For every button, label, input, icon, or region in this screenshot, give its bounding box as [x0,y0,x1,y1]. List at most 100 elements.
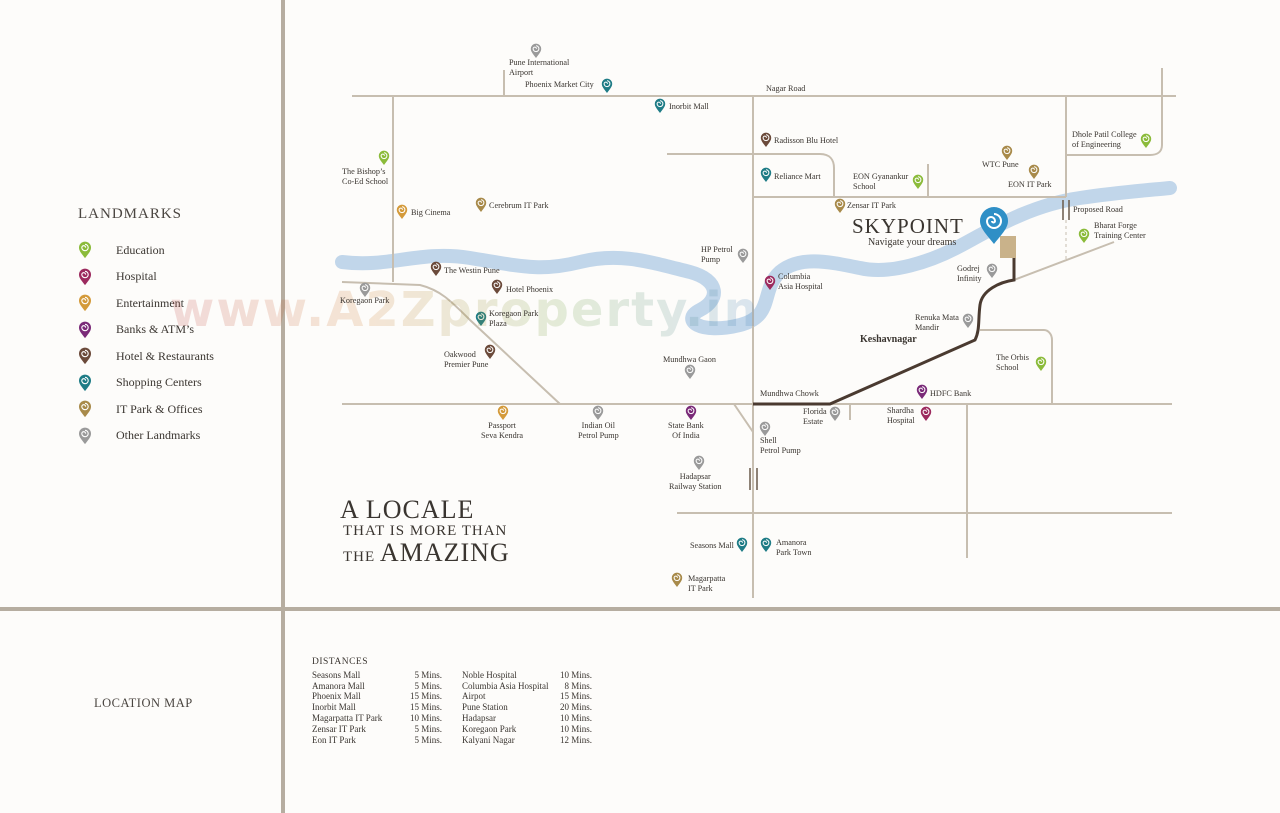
mundhwa-chowk-label: Mundhwa Chowk [760,389,819,398]
bharat-forge-label: Bharat Forge Training Center [1094,221,1146,240]
koregaon-park-pin-icon [359,282,371,297]
river [335,181,1177,336]
railway-crossing [749,468,758,490]
hdfc-bank-pin-icon [916,384,928,399]
hadapsar-station-pin-icon [693,455,705,470]
legend-title: LANDMARKS [78,206,183,222]
legend-label: Other Landmarks [116,428,201,443]
frame-divider-horizontal [0,607,1280,611]
inorbit-mall-label: Inorbit Mall [669,102,709,111]
eon-gyanankur-label: EON Gyanankur School [853,172,909,191]
distance-time: 12 Mins. [559,734,592,745]
bishops-school-label: The Bishop’s Co-Ed School [342,167,389,186]
road-koregaon [341,281,561,405]
hdfc-bank-label: HDFC Bank [930,389,972,398]
distance-time: 10 Mins. [559,669,592,680]
eon-gyanankur-pin-icon [912,174,924,189]
hospital-pin-icon [78,268,92,286]
wtc-pune-label: WTC Pune [982,160,1019,169]
zensar-it-park-label: Zensar IT Park [847,201,896,210]
skypoint-subtitle: Navigate your dreams [868,237,957,248]
road-hadapsar-diagonal [733,403,754,433]
westin-pune-label: The Westin Pune [444,266,500,275]
route-to-skypoint [753,236,1016,406]
shell-petrol-label: Shell Petrol Pump [760,436,801,455]
distance-place: Koregaon Park [462,723,517,734]
distance-place: Hadapsar [462,712,496,723]
distance-place: Inorbit Mall [312,702,356,713]
legend-label: IT Park & Offices [116,401,203,416]
bishops-school-pin-icon [378,150,390,165]
hp-petrol-pump-pin-icon [737,248,749,263]
amanora-label: Amanora Park Town [776,538,812,557]
dhole-patil-pin-icon [1140,133,1152,148]
entertainment-pin-icon [78,294,92,312]
other-pin-icon [78,427,92,445]
roads [341,68,1176,598]
skypoint-swirl-icon [980,207,1008,244]
distance-place: Amanora Mall [312,680,365,691]
distance-place: Columbia Asia Hospital [462,680,549,691]
passport-seva-pin-icon [497,405,509,420]
columbia-asia-pin-icon [764,275,776,290]
cerebrum-it-park-label: Cerebrum IT Park [489,201,549,210]
distance-place: Kalyani Nagar [462,734,515,745]
distance-time: 5 Mins. [414,680,442,691]
legend-label: Hospital [116,269,157,284]
legend-label: Education [116,242,165,257]
tagline-line-2: THAT IS MORE THAN [343,523,508,539]
radisson-blu-pin-icon [760,132,772,147]
legend-item-shopping: Shopping Centers [78,370,278,397]
wtc-pune-pin-icon [1001,145,1013,160]
hp-petrol-pump-label: HP Petrol Pump [701,245,733,264]
koregaon-park-plaza-pin-icon [475,311,487,326]
mundhwa-gaon-pin-icon [684,364,696,379]
legend-item-other: Other Landmarks [78,423,278,450]
oakwood-label: Oakwood Premier Pune [444,350,489,369]
columbia-asia-label: Columbia Asia Hospital [778,272,823,291]
distances-column-2: Noble Hospital 10 Mins. Columbia Asia Hosp… [462,670,592,746]
oakwood-pin-icon [484,344,496,359]
distance-place: Seasons Mall [312,669,361,680]
distance-place: Phoenix Mall [312,691,361,702]
florida-estate-pin-icon [829,406,841,421]
koregaon-park-plaza-label: Koregaon Park Plaza [489,309,539,328]
bharat-forge-pin-icon [1078,228,1090,243]
eon-it-park-pin-icon [1028,164,1040,179]
hadapsar-station-label: Hadapsar Railway Station [669,472,722,491]
pune-airport-label: Pune International Airport [509,58,570,77]
distance-place: Eon IT Park [312,734,356,745]
cerebrum-it-park-pin-icon [475,197,487,212]
orbis-school-label: The Orbis School [996,353,1029,372]
legend-item-entertainment: Entertainment [78,290,278,317]
distance-time: 5 Mins. [414,723,442,734]
renuka-mata-pin-icon [962,313,974,328]
distance-place: Airpot [462,691,486,702]
skypoint-brand: SKYPOINT Navigate your dreams [852,214,964,248]
tagline: A LOCALE THAT IS MORE THAN THE AMAZING [340,495,510,568]
big-cinema-pin-icon [396,204,408,219]
big-cinema-label: Big Cinema [411,208,451,217]
koregaon-park-label: Koregaon Park [340,296,390,305]
tagline-line-3-prefix: THE [343,549,380,565]
education-pin-icon [78,241,92,259]
distance-time: 15 Mins. [409,702,442,713]
hotel-phoenix-pin-icon [491,279,503,294]
distances-title: DISTANCES [312,657,368,667]
passport-seva-label: Passport Seva Kendra [481,421,524,440]
road-bharat-forge [1013,241,1115,281]
legend-label: Shopping Centers [116,375,202,390]
zensar-it-park-pin-icon [834,198,846,213]
seasons-mall-pin-icon [736,537,748,552]
distance-time: 8 Mins. [564,680,592,691]
radisson-blu-label: Radisson Blu Hotel [774,136,839,145]
distance-place: Noble Hospital [462,669,517,680]
legend-item-hospital: Hospital [78,264,278,291]
location-map-title: LOCATION MAP [94,696,193,710]
distance-time: 5 Mins. [414,669,442,680]
shell-petrol-pin-icon [759,421,771,436]
hotel-pin-icon [78,347,92,365]
nagar-road-label: Nagar Road [766,84,806,93]
